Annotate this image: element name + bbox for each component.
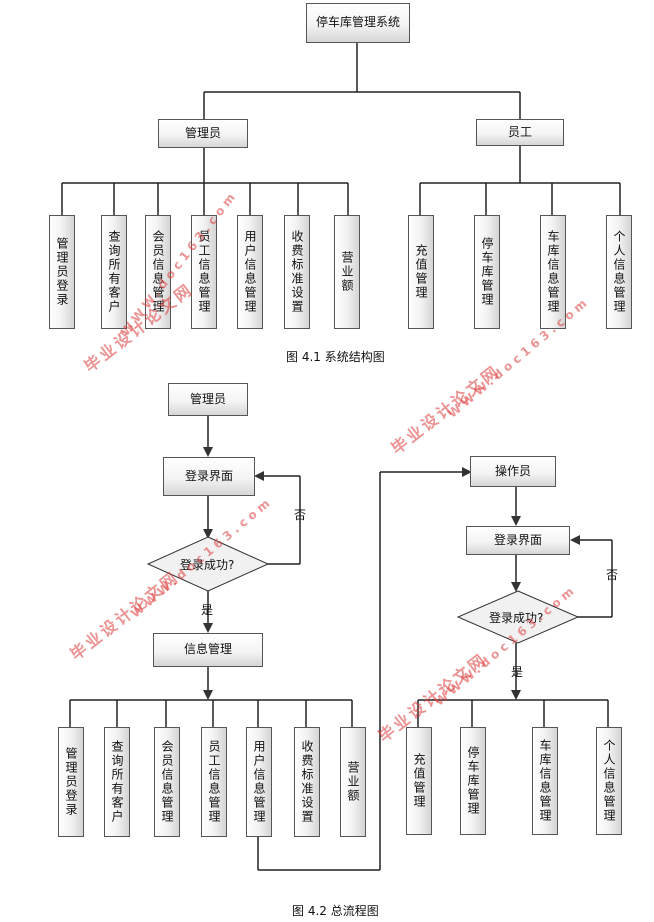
- fig2-admin-leaf-5: 收费标准设置: [294, 727, 320, 837]
- fig2-operator-leaf-1: 停车库管理: [460, 727, 486, 835]
- fig1-staff-leaf-1: 停车库管理: [474, 215, 500, 329]
- no-label-admin: 否: [294, 508, 307, 522]
- fig1-staff-leaf-0: 充值管理: [408, 215, 434, 329]
- node-admin: 管理员: [158, 119, 248, 148]
- fig1-admin-leaf-3: 员工信息管理: [191, 215, 217, 329]
- fig1-admin-leaf-label: 会员信息管理: [151, 230, 165, 314]
- caption-fig-4-1: 图 4.1 系统结构图: [286, 350, 385, 364]
- fig2-operator-leaf-label: 车库信息管理: [538, 739, 552, 823]
- fig1-staff-leaf-label: 车库信息管理: [546, 230, 560, 314]
- yes-label-operator: 是: [511, 665, 524, 679]
- fig1-admin-leaf-4: 用户信息管理: [237, 215, 263, 329]
- fig1-admin-leaf-label: 管理员登录: [55, 237, 69, 307]
- fig2-admin-leaf-label: 用户信息管理: [252, 740, 266, 824]
- fig1-admin-leaf-6: 营业额: [334, 215, 360, 329]
- flow-operator: 操作员: [470, 456, 556, 487]
- fig1-admin-leaf-2: 会员信息管理: [145, 215, 171, 329]
- fig2-admin-leaf-0: 管理员登录: [58, 727, 84, 837]
- fig1-staff-leaf-2: 车库信息管理: [540, 215, 566, 329]
- fig1-admin-leaf-label: 用户信息管理: [243, 230, 257, 314]
- fig2-operator-leaf-3: 个人信息管理: [596, 727, 622, 835]
- fig2-admin-leaf-label: 管理员登录: [64, 747, 78, 817]
- flow-operator-login: 登录界面: [466, 526, 570, 555]
- root-node-system: 停车库管理系统: [306, 3, 410, 43]
- fig1-staff-leaf-label: 个人信息管理: [612, 230, 626, 314]
- fig1-staff-leaf-3: 个人信息管理: [606, 215, 632, 329]
- yes-label-admin: 是: [201, 603, 214, 617]
- flow-admin-login: 登录界面: [163, 457, 255, 496]
- fig2-admin-leaf-label: 收费标准设置: [300, 740, 314, 824]
- fig2-operator-leaf-label: 个人信息管理: [602, 739, 616, 823]
- fig2-admin-leaf-label: 营业额: [346, 761, 360, 803]
- fig2-admin-leaf-6: 营业额: [340, 727, 366, 837]
- fig2-operator-leaf-0: 充值管理: [406, 727, 432, 835]
- flow-info-management: 信息管理: [153, 633, 263, 667]
- fig2-admin-leaf-label: 查询所有客户: [110, 740, 124, 824]
- decision-operator-label: 登录成功?: [489, 611, 544, 625]
- fig2-admin-leaf-2: 会员信息管理: [154, 727, 180, 837]
- fig2-admin-leaf-1: 查询所有客户: [104, 727, 130, 837]
- decision-diamond-operator: [456, 590, 580, 644]
- fig1-admin-leaf-1: 查询所有客户: [101, 215, 127, 329]
- no-label-operator: 否: [606, 568, 619, 582]
- fig2-admin-leaf-3: 员工信息管理: [201, 727, 227, 837]
- caption-fig-4-2: 图 4.2 总流程图: [292, 904, 379, 918]
- fig1-admin-leaf-5: 收费标准设置: [284, 215, 310, 329]
- node-staff: 员工: [476, 119, 564, 146]
- fig2-operator-leaf-label: 停车库管理: [466, 746, 480, 816]
- fig1-admin-leaf-label: 收费标准设置: [290, 230, 304, 314]
- fig1-admin-leaf-label: 员工信息管理: [197, 230, 211, 314]
- decision-admin-label: 登录成功?: [180, 558, 235, 572]
- fig1-staff-leaf-label: 停车库管理: [480, 237, 494, 307]
- fig2-operator-leaf-2: 车库信息管理: [532, 727, 558, 835]
- fig2-admin-leaf-4: 用户信息管理: [246, 727, 272, 837]
- fig2-operator-leaf-label: 充值管理: [412, 753, 426, 809]
- decision-diamond-admin: [146, 536, 270, 592]
- fig1-admin-leaf-label: 营业额: [340, 251, 354, 293]
- flow-start-admin: 管理员: [168, 383, 248, 416]
- fig2-admin-leaf-label: 会员信息管理: [160, 740, 174, 824]
- fig1-admin-leaf-label: 查询所有客户: [107, 230, 121, 314]
- fig2-admin-leaf-label: 员工信息管理: [207, 740, 221, 824]
- fig1-staff-leaf-label: 充值管理: [414, 244, 428, 300]
- fig1-admin-leaf-0: 管理员登录: [49, 215, 75, 329]
